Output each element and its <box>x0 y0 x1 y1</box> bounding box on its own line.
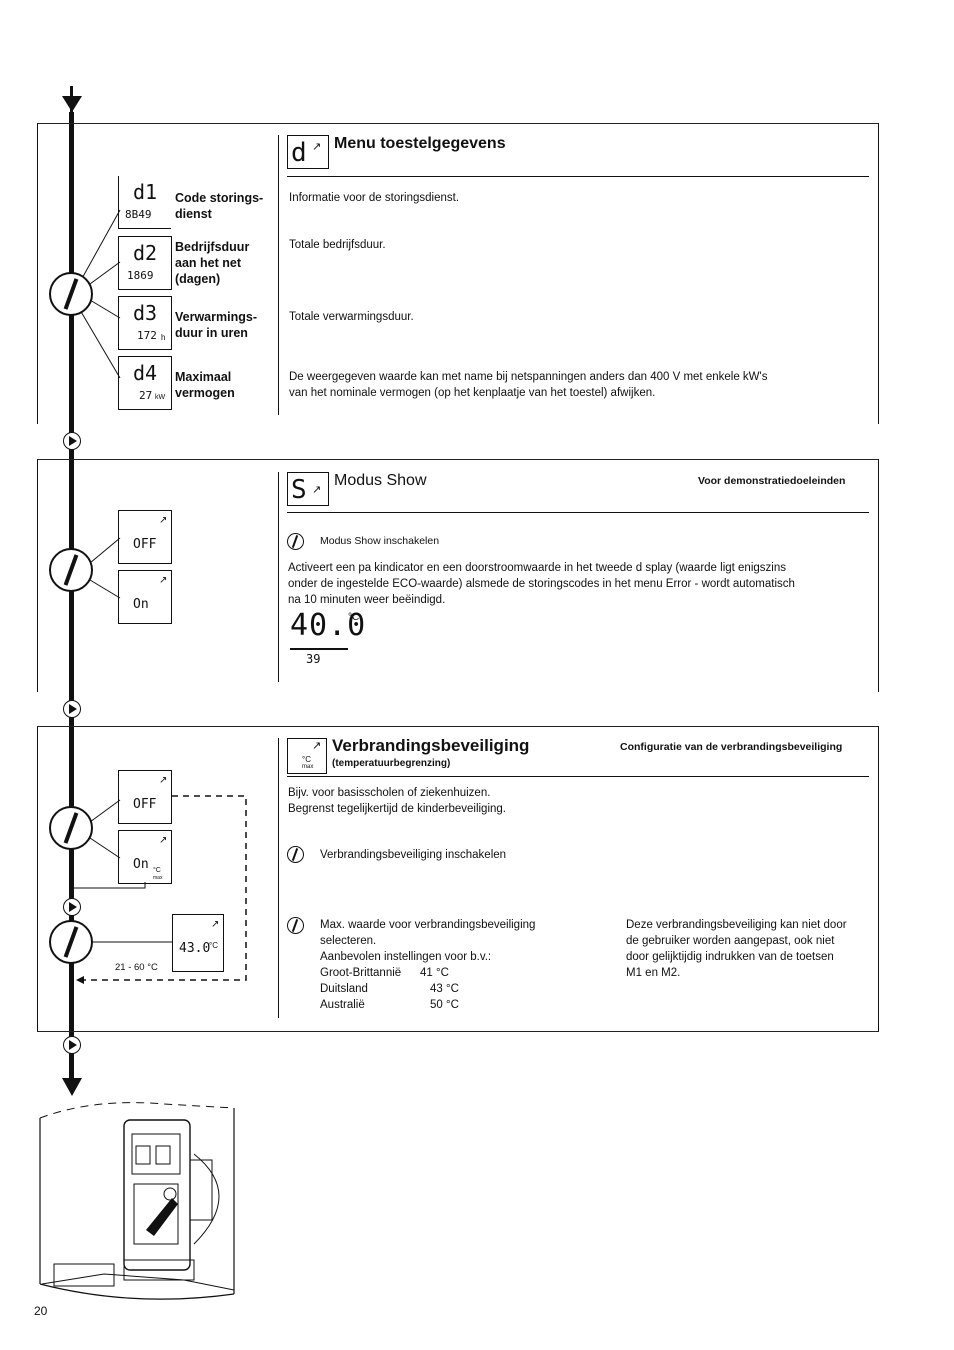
rotary-knob-icon <box>49 272 93 316</box>
display-burn-value: 43.0 °C ↗ <box>172 914 224 972</box>
rotary-knob-icon <box>49 920 93 964</box>
pencil-icon: ↗ <box>159 515 168 526</box>
burn-side-note: Deze verbrandingsbeveiliging kan niet do… <box>626 919 847 979</box>
desc-d1: Informatie voor de storingsdienst. <box>289 192 460 204</box>
label-d1: Code storings-dienst <box>175 191 264 221</box>
pencil-icon: ↗ <box>159 775 168 786</box>
play-icon <box>63 898 81 916</box>
display-burn-off: OFF ↗ <box>118 770 172 824</box>
section-burn <box>37 726 879 1032</box>
arrow-down-icon <box>62 96 82 112</box>
show-text: Activeert een pa kindicator en een doors… <box>288 562 795 606</box>
burn-step2: Max. waarde voor verbrandingsbeveiliging… <box>320 919 536 1011</box>
pencil-icon: ↗ <box>312 740 322 752</box>
section-show <box>37 459 879 692</box>
device-illustration <box>39 1102 235 1300</box>
play-icon <box>63 1036 81 1054</box>
connector-lines <box>89 537 121 599</box>
show-title: Modus Show <box>334 472 427 489</box>
knob-small-icon <box>287 533 304 550</box>
divider <box>278 472 279 682</box>
display-show-off: OFF ↗ <box>118 510 172 564</box>
flow-line <box>69 112 74 1078</box>
burn-symbol-box: ↗ °C max <box>287 738 327 774</box>
arrow-down-icon <box>62 1078 82 1096</box>
show-big-unit: °C <box>348 612 360 623</box>
rotary-knob-icon <box>49 548 93 592</box>
desc-d4: De weergegeven waarde kan met name bij n… <box>289 371 768 399</box>
show-symbol-box: S ↗ <box>287 472 329 506</box>
pencil-icon: ↗ <box>159 835 168 846</box>
menu-title: Menu toestelgegevens <box>334 135 506 152</box>
desc-d3: Totale verwarmingsduur. <box>289 311 414 323</box>
label-d3: Verwarmings-duur in uren <box>175 310 257 340</box>
divider <box>278 738 279 1018</box>
display-d3: d3 172 h <box>118 296 172 350</box>
display-d1: d1 8B49 <box>118 176 171 229</box>
burn-subtitle: (temperatuurbegrenzing) <box>332 758 451 769</box>
burn-note: Configuratie van de verbrandingsbeveilig… <box>620 741 843 753</box>
show-note: Voor demonstratiedoeleinden <box>698 475 846 487</box>
play-icon <box>63 700 81 718</box>
show-small-value: 39 <box>306 652 321 666</box>
knob-small-icon <box>287 917 304 934</box>
show-step-label: Modus Show inschakelen <box>320 535 440 547</box>
divider <box>278 135 279 415</box>
knob-small-icon <box>287 846 304 863</box>
rotary-knob-icon <box>49 806 93 850</box>
connector-lines <box>72 795 247 984</box>
display-burn-on: On °C max ↗ <box>118 830 172 884</box>
burn-step1: Verbrandingsbeveiliging inschakelen <box>320 849 507 861</box>
connector-lines <box>79 209 121 379</box>
burn-text: Bijv. voor basisscholen of ziekenhuizen.… <box>288 787 506 815</box>
burn-title: Verbrandingsbeveiliging <box>332 736 530 755</box>
display-d4: d4 27 kW <box>118 356 172 410</box>
pencil-icon: ↗ <box>159 575 168 586</box>
pencil-icon: ↗ <box>312 484 322 496</box>
pencil-icon: ↗ <box>211 919 220 930</box>
show-big-value: 40.0 <box>290 608 367 643</box>
menu-symbol-box: d ↗ <box>287 135 329 169</box>
play-icon <box>63 432 81 450</box>
pencil-icon: ↗ <box>312 141 322 153</box>
page-number: 20 <box>34 1304 48 1318</box>
burn-range: 21 - 60 °C <box>115 962 158 973</box>
section-menu <box>37 123 879 424</box>
desc-d2: Totale bedrijfsduur. <box>289 239 386 251</box>
